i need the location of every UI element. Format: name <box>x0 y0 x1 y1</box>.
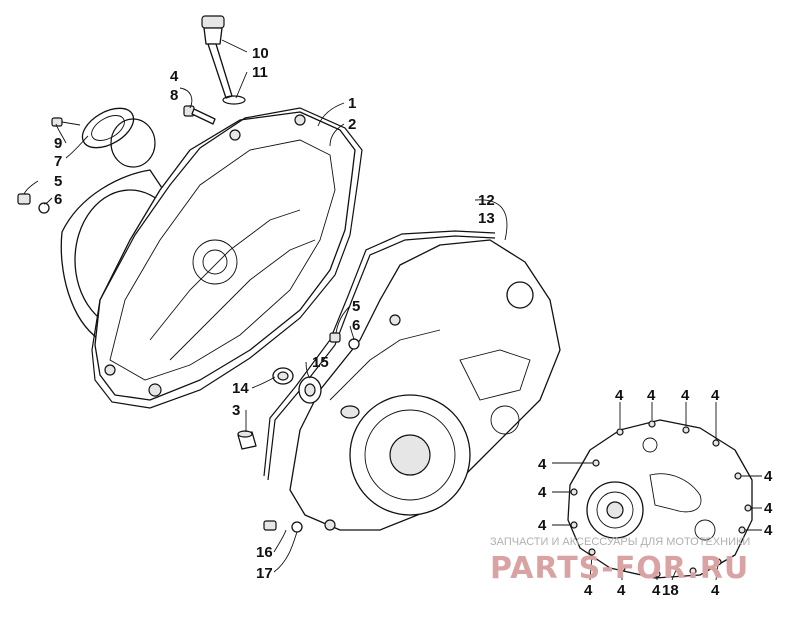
callout-7: 7 <box>54 153 62 170</box>
gasket-inner-cover <box>267 235 496 481</box>
callout-17: 17 <box>256 565 273 582</box>
callout-4: 4 <box>615 387 624 404</box>
callout-1: 1 <box>348 95 356 112</box>
callout-14: 14 <box>232 380 249 397</box>
bushing-14 <box>272 367 294 385</box>
callout-4: 4 <box>764 500 773 517</box>
clutch-cover-outer <box>60 111 356 401</box>
callout-15: 15 <box>312 354 329 371</box>
o-ring-small <box>222 95 246 105</box>
leader-lines <box>23 39 762 581</box>
callout-4: 4 <box>617 582 626 599</box>
bolt-5a <box>17 193 50 214</box>
callout-8: 8 <box>170 87 178 104</box>
callouts: 10 11 4 8 1 2 9 7 5 6 12 13 5 6 15 14 3 … <box>54 45 773 599</box>
dipstick <box>201 15 246 105</box>
callout-16: 16 <box>256 544 273 561</box>
watermark: ЗАПЧАСТИ И АКСЕССУАРЫ ДЛЯ МОТОТЕХНИКИ PA… <box>490 536 750 586</box>
small-cover <box>567 419 753 579</box>
callout-13: 13 <box>478 210 495 227</box>
callout-11: 11 <box>252 64 268 81</box>
callout-4: 4 <box>764 468 773 485</box>
callout-4: 4 <box>538 517 547 534</box>
bolt-9 <box>51 117 81 127</box>
callout-3: 3 <box>232 402 240 419</box>
bolt-5b <box>329 332 360 350</box>
callout-10: 10 <box>252 45 269 62</box>
callout-4: 4 <box>584 582 593 599</box>
callout-6: 6 <box>54 191 62 208</box>
gasket-outer-cover <box>91 107 363 409</box>
callout-12: 12 <box>478 192 495 209</box>
callout-9: 9 <box>54 135 62 152</box>
callout-4: 4 <box>681 387 690 404</box>
watermark-logo-text: PARTS-FOR.RU <box>490 551 749 586</box>
callout-4: 4 <box>711 387 720 404</box>
callout-4: 4 <box>538 456 547 473</box>
dowel-3 <box>237 430 257 450</box>
inspection-cap <box>81 107 156 168</box>
callout-4: 4 <box>711 582 720 599</box>
inner-cover <box>289 239 561 531</box>
callout-5: 5 <box>54 173 62 190</box>
callout-4: 4 <box>538 484 547 501</box>
bolt-8 <box>183 105 216 125</box>
callout-4: 4 <box>764 522 773 539</box>
callout-18: 18 <box>662 582 679 599</box>
callout-5b: 5 <box>352 298 360 315</box>
o-ring-large <box>110 118 156 168</box>
bolt-16 <box>263 520 303 533</box>
callout-4: 4 <box>647 387 656 404</box>
watermark-tagline: ЗАПЧАСТИ И АКСЕССУАРЫ ДЛЯ МОТОТЕХНИКИ <box>490 536 750 548</box>
callout-2: 2 <box>348 116 356 133</box>
callout-4: 4 <box>652 582 661 599</box>
callout-6b: 6 <box>352 317 360 334</box>
callout-4: 4 <box>170 68 179 85</box>
